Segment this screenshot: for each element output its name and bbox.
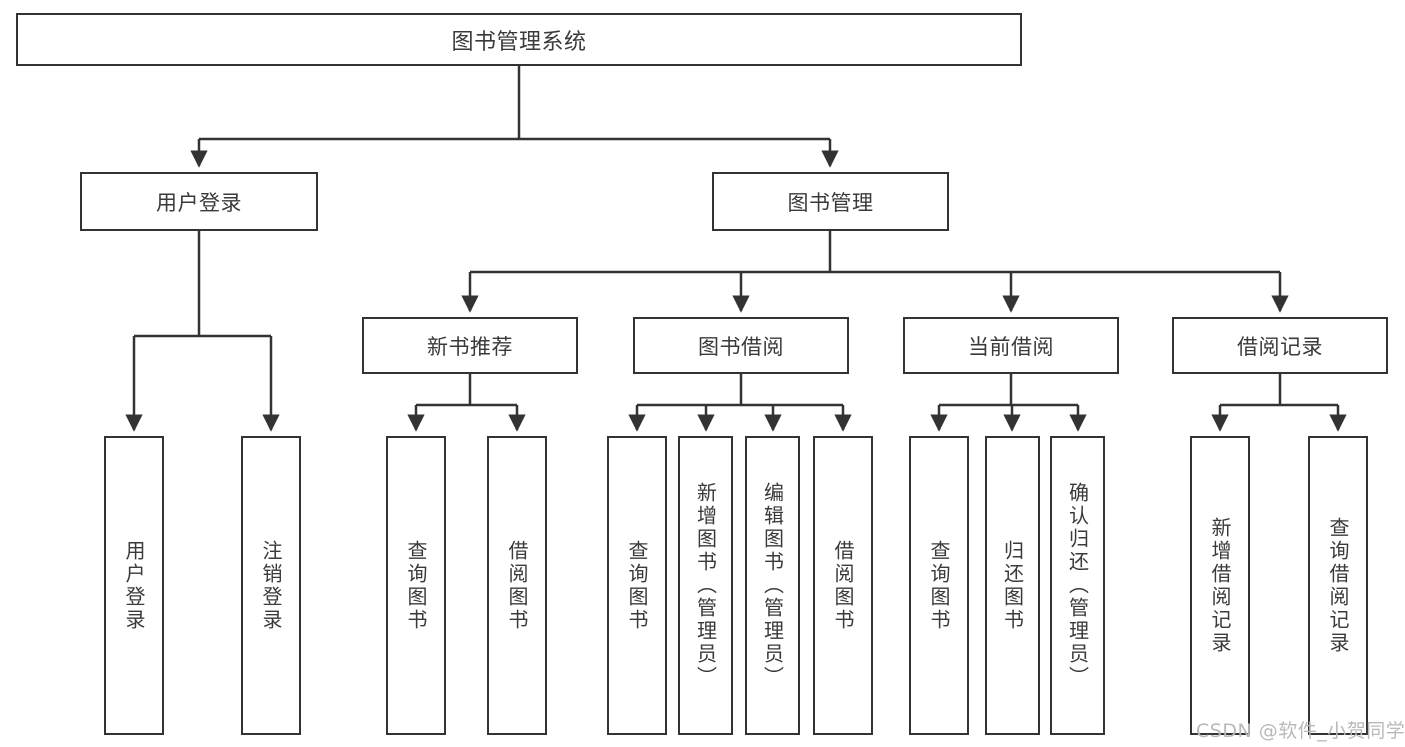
node-leaf-query-book-borrow-label: 查询图书 <box>625 539 649 632</box>
node-book-borrow[interactable]: 图书借阅 <box>633 317 849 374</box>
node-leaf-borrow-book-label: 借阅图书 <box>831 539 855 632</box>
node-leaf-borrow-book-new-label: 借阅图书 <box>505 539 529 632</box>
node-leaf-query-borrow-record[interactable]: 查询借阅记录 <box>1308 436 1368 735</box>
node-leaf-add-borrow-record-label: 新增借阅记录 <box>1208 516 1232 655</box>
node-leaf-add-book[interactable]: 新增图书（管理员） <box>678 436 733 735</box>
node-leaf-logout-label: 注销登录 <box>259 539 283 632</box>
node-new-book-recommend-label: 新书推荐 <box>427 334 513 359</box>
node-leaf-return-book[interactable]: 归还图书 <box>985 436 1040 735</box>
node-leaf-query-book-current[interactable]: 查询图书 <box>909 436 969 735</box>
node-borrow-records[interactable]: 借阅记录 <box>1172 317 1388 374</box>
node-root[interactable]: 图书管理系统 <box>16 13 1022 66</box>
node-leaf-user-login[interactable]: 用户登录 <box>104 436 164 735</box>
node-book-management[interactable]: 图书管理 <box>712 172 949 231</box>
csdn-watermark: CSDN @软件_小贺同学 <box>1196 720 1405 742</box>
node-current-borrow[interactable]: 当前借阅 <box>903 317 1119 374</box>
node-borrow-records-label: 借阅记录 <box>1237 334 1323 359</box>
node-leaf-confirm-return[interactable]: 确认归还（管理员） <box>1050 436 1105 735</box>
node-leaf-query-book-new[interactable]: 查询图书 <box>386 436 446 735</box>
node-leaf-add-book-label: 新增图书（管理员） <box>693 482 718 689</box>
node-user-login-label: 用户登录 <box>156 190 242 215</box>
node-leaf-return-book-label: 归还图书 <box>1000 539 1025 632</box>
node-leaf-user-login-label: 用户登录 <box>122 539 146 632</box>
node-leaf-edit-book[interactable]: 编辑图书（管理员） <box>745 436 800 735</box>
node-leaf-query-book-current-label: 查询图书 <box>927 539 951 632</box>
node-leaf-query-borrow-record-label: 查询借阅记录 <box>1326 516 1350 655</box>
node-book-borrow-label: 图书借阅 <box>698 334 784 359</box>
node-leaf-query-book-new-label: 查询图书 <box>404 539 428 632</box>
node-leaf-logout[interactable]: 注销登录 <box>241 436 301 735</box>
node-user-login[interactable]: 用户登录 <box>80 172 318 231</box>
node-leaf-query-book-borrow[interactable]: 查询图书 <box>607 436 667 735</box>
node-leaf-edit-book-label: 编辑图书（管理员） <box>760 482 785 689</box>
node-root-label: 图书管理系统 <box>451 29 587 55</box>
node-new-book-recommend[interactable]: 新书推荐 <box>362 317 578 374</box>
node-leaf-confirm-return-label: 确认归还（管理员） <box>1065 482 1090 689</box>
node-leaf-borrow-book-new[interactable]: 借阅图书 <box>487 436 547 735</box>
node-leaf-add-borrow-record[interactable]: 新增借阅记录 <box>1190 436 1250 735</box>
node-current-borrow-label: 当前借阅 <box>968 334 1054 359</box>
node-leaf-borrow-book[interactable]: 借阅图书 <box>813 436 873 735</box>
node-book-management-label: 图书管理 <box>787 190 874 215</box>
